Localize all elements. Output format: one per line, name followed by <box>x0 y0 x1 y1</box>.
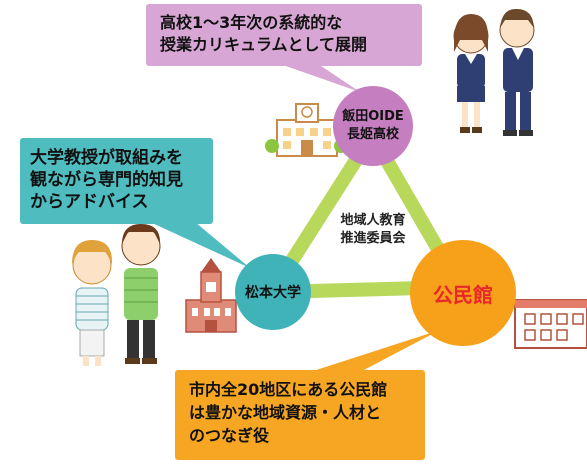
left-description-box: 大学教授が取組みを 観ながら専門的知見 からアドバイス <box>20 138 213 224</box>
bottom-box-pointer <box>310 330 440 372</box>
university-tower-icon <box>185 258 237 333</box>
school-node: 飯田OIDE 長姫高校 <box>333 86 413 166</box>
kominkan-node-label: 公民館 <box>433 282 493 307</box>
top-box-line-2: 授業カリキュラムとして展開 <box>160 34 368 54</box>
left-box-line-3: からアドバイス <box>30 192 149 213</box>
top-box-line-1: 高校1～3年次の系統的な <box>160 13 343 32</box>
adults-illustration <box>72 224 161 366</box>
bottom-box-line-3: のつなぎ役 <box>189 426 270 446</box>
center-label: 地域人教育 推進委員会 <box>318 212 428 247</box>
kominkan-building-icon <box>514 299 587 349</box>
top-box-pointer <box>280 64 360 92</box>
bottom-box-line-2: は豊かな地域資源・人材と <box>189 403 382 423</box>
students-illustration <box>453 8 535 136</box>
center-label-line-1: 地域人教育 <box>340 213 406 228</box>
school-node-line-1: 飯田OIDE <box>342 109 404 125</box>
bottom-description-box: 市内全20地区にある公民館 は豊かな地域資源・人材と のつなぎ役 <box>175 370 425 460</box>
left-box-pointer <box>150 222 250 268</box>
school-node-line-2: 長姫高校 <box>346 127 399 142</box>
center-label-line-2: 推進委員会 <box>340 230 406 246</box>
kominkan-node: 公民館 <box>410 240 516 346</box>
university-node-label: 松本大学 <box>245 285 301 301</box>
bottom-box-line-1: 市内全20地区にある公民館 <box>189 380 388 399</box>
university-node: 松本大学 <box>235 254 311 330</box>
left-box-line-2: 観ながら専門的知見 <box>30 170 183 191</box>
left-box-line-1: 大学教授が取組みを <box>30 148 183 168</box>
top-description-box: 高校1～3年次の系統的な 授業カリキュラムとして展開 <box>146 4 422 66</box>
